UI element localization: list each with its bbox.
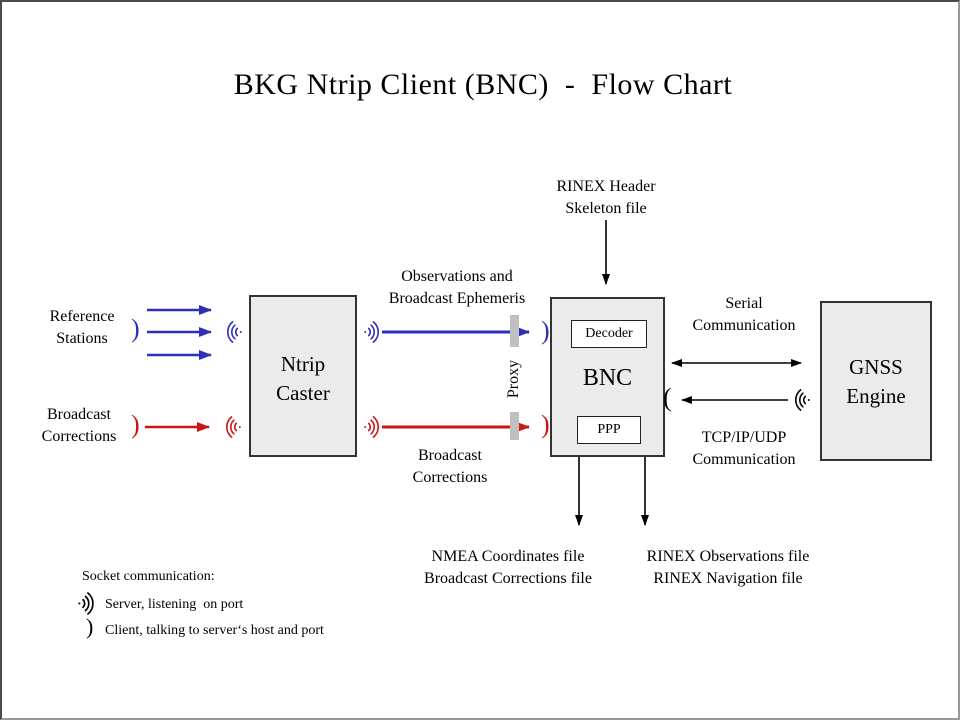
label-serial-communication: Serial Communication <box>692 295 796 334</box>
node-gnss-engine-label: GNSS Engine <box>846 355 906 408</box>
node-ppp: PPP <box>577 416 641 444</box>
legend-server-signal-icon <box>77 590 98 617</box>
client-socket-icon: ) <box>541 410 550 439</box>
client-socket-icon: ( <box>663 383 672 412</box>
client-socket-icon: ) <box>131 410 140 439</box>
label-rinex-output-files: RINEX Observations file RINEX Navigation… <box>646 548 810 587</box>
legend-server-text: Server, listening on port <box>105 597 244 612</box>
label-observations-ephemeris: Observations and Broadcast Ephemeris <box>388 268 526 307</box>
node-ntrip-caster-label: Ntrip Caster <box>276 352 330 405</box>
node-gnss-engine: GNSS Engine <box>820 301 932 461</box>
server-signal-icon <box>363 319 383 345</box>
server-signal-icon <box>223 319 243 345</box>
legend-title: Socket communication: <box>82 569 215 584</box>
server-signal-icon <box>363 414 383 440</box>
client-socket-icon: ) <box>541 316 550 345</box>
legend-client-icon: ) <box>86 614 94 639</box>
server-signal-icon <box>791 387 811 413</box>
legend-client-text: Client, talking to server‘s host and por… <box>105 623 324 638</box>
label-tcp-communication: TCP/IP/UDP Communication <box>692 429 796 468</box>
node-bnc: Decoder BNC PPP <box>550 297 665 457</box>
node-decoder: Decoder <box>571 320 647 348</box>
label-broadcast-corrections-mid: Broadcast Corrections <box>412 447 488 486</box>
node-bnc-label: BNC <box>582 365 633 391</box>
proxy-bar-top <box>510 315 519 347</box>
label-reference-stations: Reference Stations <box>49 308 115 347</box>
node-ntrip-caster: Ntrip Caster <box>249 295 357 457</box>
label-proxy: Proxy <box>505 359 522 399</box>
label-rinex-header-skeleton: RINEX Header Skeleton file <box>556 178 656 217</box>
label-broadcast-corrections-left: Broadcast Corrections <box>41 406 117 445</box>
client-socket-icon: ) <box>131 314 140 343</box>
page-title: BKG Ntrip Client (BNC) - Flow Chart <box>233 68 733 101</box>
proxy-bar-bottom <box>510 412 519 440</box>
server-signal-icon <box>222 414 242 440</box>
label-nmea-output-files: NMEA Coordinates file Broadcast Correcti… <box>424 548 592 587</box>
